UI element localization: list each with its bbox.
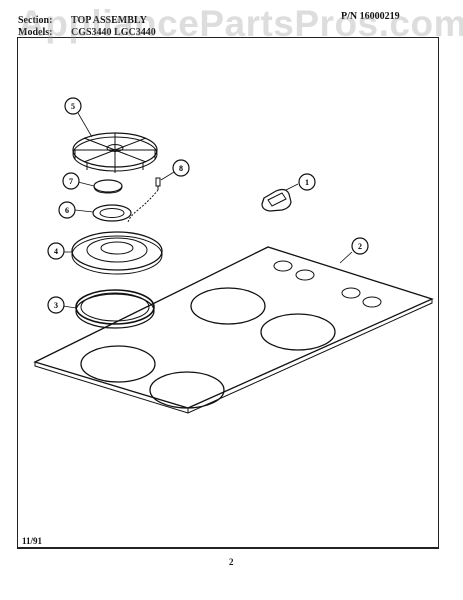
spark-ignitor: [127, 177, 161, 223]
footer-rule: [17, 548, 439, 549]
leader-lines: [62, 112, 353, 309]
svg-text:3: 3: [54, 301, 58, 310]
trim-ring: [75, 289, 155, 329]
svg-text:6: 6: [65, 206, 69, 215]
svg-text:2: 2: [358, 242, 362, 251]
burner-bowl: [71, 231, 163, 275]
burner-head: [92, 204, 132, 222]
revision-date: 11/91: [22, 536, 43, 546]
callout-5: 5: [64, 97, 82, 115]
cooktop-glass-top: [33, 246, 434, 414]
part-number: P/N 16000219: [341, 11, 400, 22]
callout-labels: 1 2 3 4 5 6 7 8: [47, 97, 369, 314]
callout-8: 8: [172, 159, 190, 177]
burner-cap: [93, 179, 123, 194]
page-number: 2: [229, 557, 234, 567]
callout-6: 6: [58, 201, 76, 219]
svg-text:8: 8: [179, 164, 183, 173]
svg-text:7: 7: [69, 177, 73, 186]
section-value: TOP ASSEMBLY: [71, 15, 147, 26]
burner-grate: [72, 132, 158, 173]
callout-7: 7: [62, 172, 80, 190]
callout-1: 1: [298, 173, 316, 191]
models-value: CGS3440 LGC3440: [71, 27, 156, 38]
callout-2: 2: [351, 237, 369, 255]
section-label: Section:: [18, 15, 53, 26]
models-label: Models:: [18, 27, 53, 38]
control-knob: [261, 188, 292, 212]
callout-4: 4: [47, 242, 65, 260]
diagram-frame: [17, 37, 439, 548]
svg-text:4: 4: [54, 247, 58, 256]
svg-text:5: 5: [71, 102, 75, 111]
svg-text:1: 1: [305, 178, 309, 187]
callout-3: 3: [47, 296, 65, 314]
